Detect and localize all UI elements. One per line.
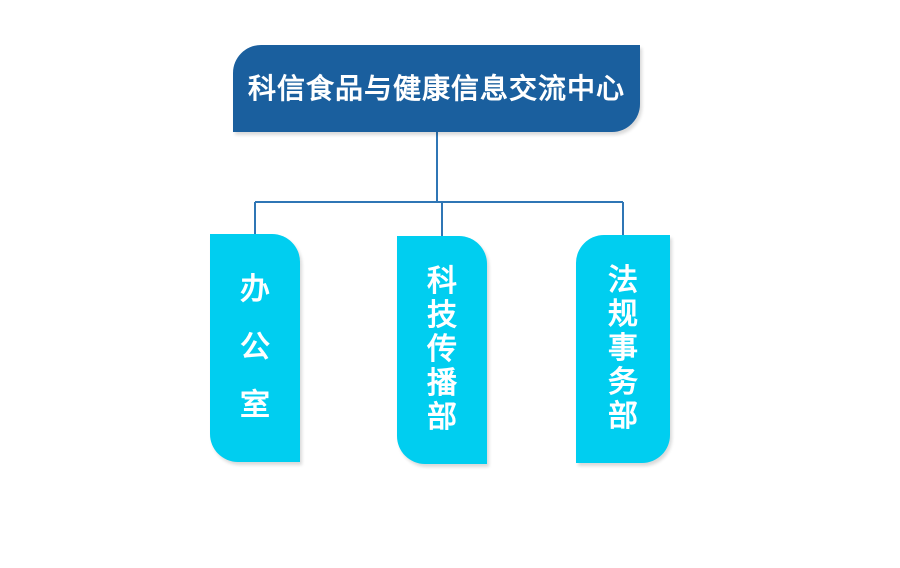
org-root-node: 科信食品与健康信息交流中心 — [233, 45, 640, 132]
dept-label-char: 公 — [240, 331, 270, 364]
dept-label-char: 播 — [427, 367, 457, 400]
connector-path — [254, 132, 624, 238]
dept-node-regulatory-affairs: 法规事务部 — [576, 235, 670, 463]
dept-label-char: 科 — [427, 265, 457, 298]
dept-label-char: 技 — [427, 299, 457, 332]
dept-node-tech-communication: 科技传播部 — [397, 236, 487, 464]
dept-label-char: 部 — [608, 400, 638, 433]
dept-label-char: 办 — [240, 273, 270, 306]
dept-label-char: 传 — [427, 333, 457, 366]
dept-label-char: 部 — [427, 401, 457, 434]
dept-label-char: 务 — [608, 366, 638, 399]
dept-node-office: 办公室 — [210, 234, 300, 462]
dept-label-char: 规 — [608, 298, 638, 331]
dept-label-char: 事 — [608, 332, 638, 365]
org-root-label: 科信食品与健康信息交流中心 — [247, 72, 625, 104]
dept-label-char: 法 — [608, 264, 638, 297]
dept-label-char: 室 — [240, 389, 270, 422]
